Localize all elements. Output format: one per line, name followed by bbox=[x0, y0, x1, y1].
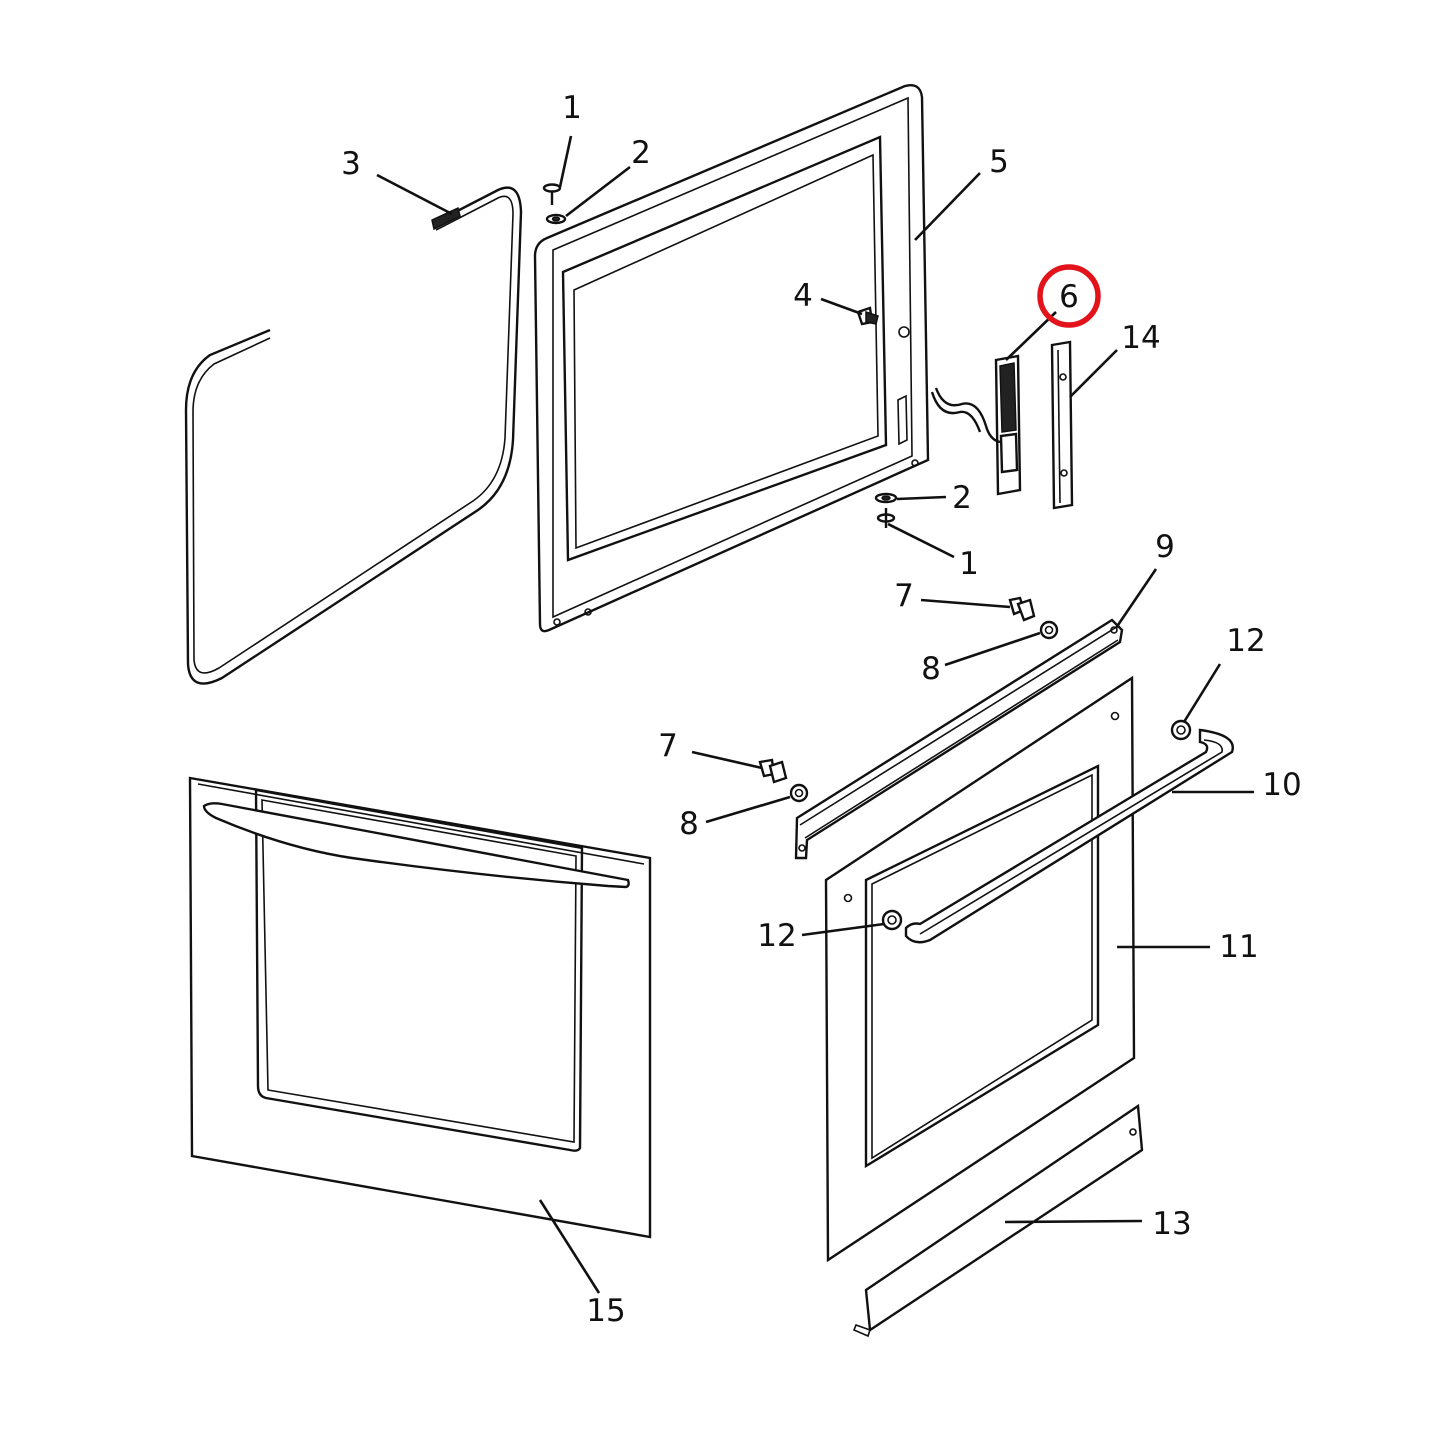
leader-lines bbox=[376, 135, 1254, 1294]
leader-7-upper bbox=[920, 598, 1011, 609]
callout-5: 5 bbox=[989, 144, 1009, 180]
washer-lower-part-8 bbox=[789, 783, 809, 803]
washer-upper-part-8 bbox=[1039, 620, 1059, 640]
outer-door-part-15 bbox=[188, 776, 652, 1239]
door-gasket-part-3 bbox=[184, 186, 523, 685]
callout-7-upper: 7 bbox=[894, 578, 914, 614]
callout-13: 13 bbox=[1152, 1206, 1191, 1242]
callout-8-upper: 8 bbox=[921, 651, 941, 687]
callout-1-bottom: 1 bbox=[959, 546, 979, 582]
leader-12-lower bbox=[801, 922, 885, 937]
screw-part-4 bbox=[856, 306, 879, 326]
callout-12-lower: 12 bbox=[757, 918, 796, 954]
door-rail-part-9 bbox=[794, 618, 1124, 860]
leader-6 bbox=[1005, 311, 1057, 361]
leader-12-upper bbox=[1182, 663, 1222, 723]
outer-glass-part-11 bbox=[824, 675, 1136, 1263]
leader-1-bottom bbox=[887, 522, 955, 559]
door-hinge-part-6 bbox=[930, 354, 1022, 496]
leader-8-upper bbox=[944, 631, 1041, 667]
leader-14 bbox=[1069, 349, 1118, 398]
grommet-lower-part-12 bbox=[881, 909, 903, 931]
inner-door-frame-part-5 bbox=[533, 83, 930, 633]
screw-top-part-1 bbox=[542, 183, 562, 205]
leader-5 bbox=[914, 172, 981, 241]
callout-12-upper: 12 bbox=[1226, 623, 1265, 659]
callout-7-lower: 7 bbox=[658, 728, 678, 764]
callout-14: 14 bbox=[1121, 320, 1160, 356]
callout-6: 6 bbox=[1059, 279, 1079, 315]
leader-1-top bbox=[558, 135, 573, 188]
screw-bottom-part-1 bbox=[876, 508, 896, 528]
bolt-lower-part-7 bbox=[758, 758, 788, 784]
bolt-upper-part-7 bbox=[1008, 596, 1036, 622]
callout-8-lower: 8 bbox=[679, 806, 699, 842]
leader-15 bbox=[538, 1199, 601, 1294]
callout-2-bottom: 2 bbox=[952, 480, 972, 516]
leader-4 bbox=[820, 297, 863, 316]
leader-8-lower bbox=[705, 795, 791, 824]
callout-10: 10 bbox=[1262, 767, 1301, 803]
callout-1-top: 1 bbox=[562, 90, 582, 126]
washer-top-part-2 bbox=[545, 213, 567, 225]
bottom-strip-part-13 bbox=[852, 1103, 1144, 1338]
leader-9 bbox=[1114, 568, 1158, 629]
leader-13 bbox=[1004, 1219, 1143, 1224]
washer-bottom-part-2 bbox=[874, 492, 898, 504]
callout-3: 3 bbox=[341, 146, 361, 182]
hinge-strip-part-14 bbox=[1050, 340, 1074, 510]
leader-2-top bbox=[565, 165, 631, 218]
callout-9: 9 bbox=[1155, 529, 1175, 565]
callout-4: 4 bbox=[793, 278, 813, 314]
leader-2-bottom bbox=[896, 495, 947, 501]
leader-3 bbox=[376, 173, 453, 216]
callout-15: 15 bbox=[586, 1293, 625, 1329]
door-handle-part-10 bbox=[904, 728, 1234, 944]
highlight-circle bbox=[1037, 264, 1101, 328]
callout-11: 11 bbox=[1219, 929, 1258, 965]
callout-2-top: 2 bbox=[631, 135, 651, 171]
leader-7-lower bbox=[691, 750, 763, 770]
callout-labels: 1 2 3 5 4 6 14 2 1 9 7 8 12 7 10 8 12 11… bbox=[341, 90, 1302, 1329]
grommet-upper-part-12 bbox=[1170, 719, 1192, 741]
